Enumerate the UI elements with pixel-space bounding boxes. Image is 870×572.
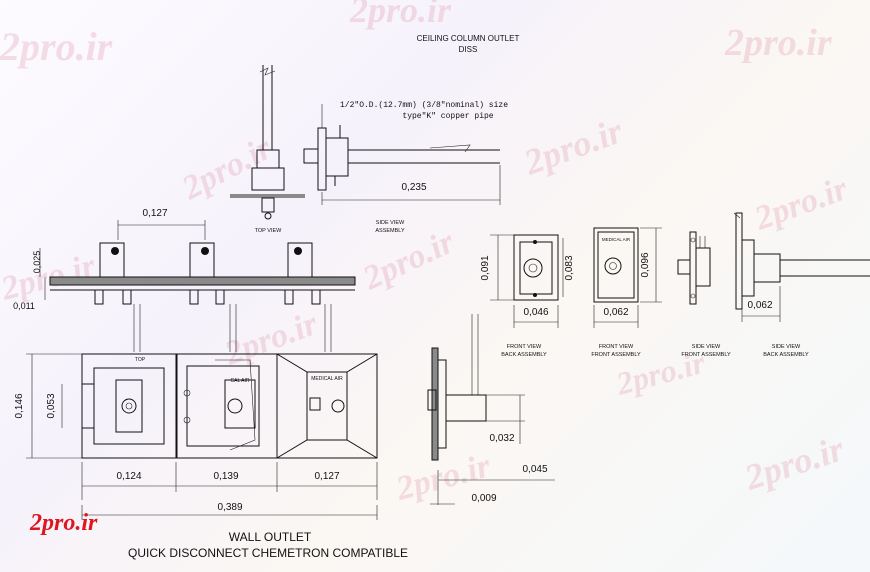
watermark-text: 2pro.ir [518,110,628,183]
side-back-dim: 0,062 [747,300,772,311]
dim-w1: 0,124 [116,471,141,482]
ceiling-outlet-section: CEILING COLUMN OUTLET DISS TOP VIEW [230,34,519,234]
ceiling-subtitle: DISS [459,45,478,54]
wall-outlet-section: 0,127 0,025 0,011 [13,208,408,560]
dim-height: 0,146 [14,393,25,418]
side-front-label-2: FRONT ASSEMBLY [681,352,731,358]
site-logo: 2pro.ir [29,510,98,536]
side-front-assembly-view: SIDE VIEW FRONT ASSEMBLY [677,231,731,358]
ceiling-title: CEILING COLUMN OUTLET [417,34,520,43]
dim-side-view: 0,235 [401,182,426,193]
back-assembly-view: 0,091 0,083 0,046 FRONT VIEW BACK ASSEMB… [480,234,575,358]
watermark-text: 2pro.ir [749,170,853,238]
side-detail-section: 0,032 0,045 0,009 [427,314,555,505]
dim-inner: 0,053 [46,393,57,418]
back-dim-w: 0,046 [523,307,548,318]
watermark-text: 2pro.ir [0,24,113,69]
side-view-label-2: ASSEMBLY [375,228,405,234]
box3-label: MEDICAL AIR [311,376,343,382]
pipe-note-line1: 1/2"O.D.(12.7mm) (3/8"nominal) size [340,101,508,110]
front-view-label: FRONT VIEW [599,344,634,350]
front-view-label-2: FRONT ASSEMBLY [591,352,641,358]
wall-outlet-subtitle: QUICK DISCONNECT CHEMETRON COMPATIBLE [128,546,408,560]
side-view-label: SIDE VIEW [376,220,405,226]
front-assembly-view: MEDICAL AIR 0,096 0,062 FRONT VIEW FRONT… [591,227,662,358]
watermark-text: 2pro.ir [357,223,461,298]
side-front-label: SIDE VIEW [692,344,721,350]
watermark-text: 2pro.ir [219,305,323,373]
dim-short: 0,009 [471,493,496,504]
wall-box-3: MEDICAL AIR [276,353,378,459]
top-view-assembly: TOP VIEW [230,65,305,234]
dim-depth: 0,011 [13,301,35,311]
side-back-label: SIDE VIEW [772,344,801,350]
back-dim-inner: 0,083 [564,255,575,280]
right-views-section: 0,091 0,083 0,046 FRONT VIEW BACK ASSEMB… [480,212,870,358]
top-view-label: TOP VIEW [255,228,283,234]
front-dim-h: 0,096 [640,252,651,277]
box2-label: CAL AIR [231,378,250,384]
wall-box-1: TOP [81,353,177,459]
back-dim-h: 0,091 [480,255,491,280]
wall-outlet-title: WALL OUTLET [229,530,312,544]
dim-height-small: 0,025 [32,251,42,274]
watermark-text: 2pro.ir [724,22,833,64]
watermark-text: 2pro.ir [739,428,849,498]
front-panel-text: MEDICAL AIR [602,237,631,242]
bracket-row [49,242,356,305]
side-back-label-2: BACK ASSEMBLY [763,352,809,358]
wall-box-2: CAL AIR [176,353,278,459]
side-back-assembly-view: 0,062 SIDE VIEW BACK ASSEMBLY [733,212,870,358]
pipe-note-line2: type"K" copper pipe [402,112,493,121]
dim-total: 0,389 [217,502,242,513]
side-view-assembly: 1/2"O.D.(12.7mm) (3/8"nominal) size type… [303,101,508,234]
dim-offset: 0,032 [489,433,514,444]
box1-label: TOP [135,357,146,363]
front-dim-w: 0,062 [603,307,628,318]
dim-w2: 0,139 [213,471,238,482]
dim-long: 0,045 [522,464,547,475]
dim-spacing: 0,127 [142,208,167,219]
dim-w3: 0,127 [314,471,339,482]
back-view-label-2: BACK ASSEMBLY [501,352,547,358]
back-view-label: FRONT VIEW [507,344,542,350]
watermark-text: 2pro.ir [349,0,452,30]
